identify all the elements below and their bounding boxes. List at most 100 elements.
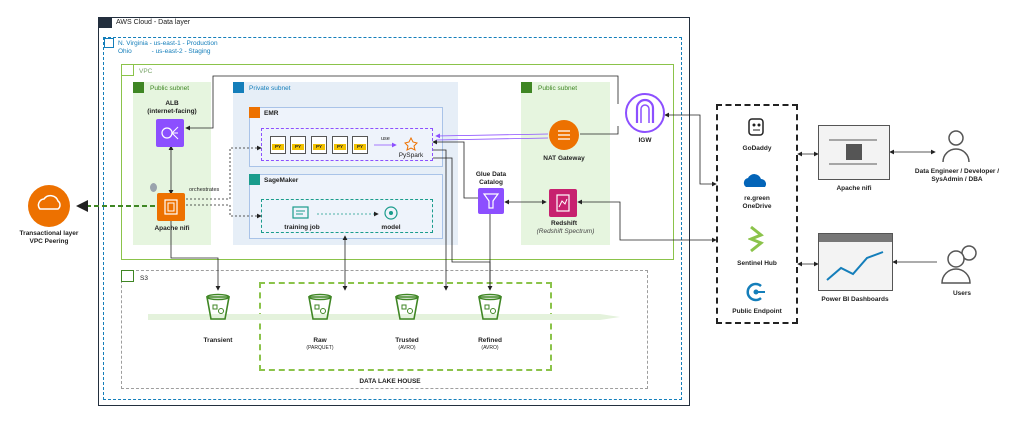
- public-endpoint-icon: [745, 281, 767, 303]
- vpc-icon: [121, 64, 134, 76]
- py-file-icon: PY: [270, 136, 286, 154]
- private-subnet-label: Private subnet: [249, 85, 291, 92]
- apache-nifi-icon[interactable]: [157, 193, 185, 221]
- s3-container: [121, 270, 648, 389]
- igw-label: IGW: [638, 137, 652, 144]
- py-file-tag: PY: [313, 144, 325, 150]
- nat-gateway-icon[interactable]: [549, 120, 579, 150]
- model-icon: [383, 205, 399, 221]
- private-subnet-lock-icon: [233, 82, 244, 93]
- nat-gateway-label: NAT Gateway: [543, 155, 585, 162]
- emr-icon: [249, 107, 260, 118]
- raw-bucket-icon[interactable]: [307, 293, 333, 321]
- wire-nat-pyspark: [435, 133, 549, 139]
- transient-label: Transient: [203, 337, 233, 344]
- wire-igw-alb: [185, 75, 619, 131]
- py-file-tag: PY: [334, 144, 346, 150]
- refined-sublabel: (AVRO): [481, 345, 499, 351]
- users-icon: [939, 241, 983, 285]
- apache-nifi-ext-icon[interactable]: [818, 125, 890, 180]
- glue-label-1: Glue Data: [475, 171, 507, 178]
- py-file-icon: PY: [352, 136, 368, 154]
- region-line-2: Ohio - us-east-2 - Staging: [118, 48, 211, 55]
- py-file-tag: PY: [272, 144, 284, 150]
- sagemaker-icon: [249, 174, 260, 185]
- transactional-cloud-icon: [28, 185, 70, 227]
- wire-glue-emr: [432, 139, 478, 199]
- external-services-container: [716, 104, 798, 324]
- py-file-icon: PY: [332, 136, 348, 154]
- py-file-icon: PY: [290, 136, 306, 154]
- public-subnet-right-lock-icon: [521, 82, 532, 93]
- s3-label: S3: [140, 275, 148, 282]
- wire-emr-trusted: [433, 149, 449, 291]
- emr-pyspark-group: [261, 128, 433, 161]
- aws-cloud-title: AWS Cloud - Data layer: [116, 19, 191, 26]
- redshift-sublabel: (Redshift Spectrum): [536, 228, 595, 235]
- apache-nifi-label: Apache nifi: [154, 225, 190, 232]
- wire-redshift-external: [577, 199, 717, 243]
- godaddy-icon: [744, 116, 768, 138]
- onedrive-icon: [741, 171, 771, 191]
- refined-bucket-icon[interactable]: [477, 293, 503, 321]
- lakehouse-container: [259, 282, 552, 371]
- onedrive-label-1: re.green: [744, 195, 770, 202]
- redshift-icon[interactable]: [549, 189, 577, 217]
- emr-use-label: use: [381, 136, 390, 142]
- sentinel-hub-icon: [746, 225, 764, 253]
- refined-label: Refined: [478, 337, 502, 344]
- transactional-line-2: VPC Peering: [29, 238, 69, 245]
- wire-igw-external: [664, 112, 717, 187]
- lake-flow-arrow: [148, 314, 620, 320]
- glue-catalog-icon[interactable]: [478, 188, 504, 214]
- alb-icon[interactable]: [156, 119, 184, 147]
- nifi-drop-icon: [150, 183, 157, 192]
- public-subnet-right-label: Public subnet: [538, 85, 578, 92]
- lakehouse-label: DATA LAKE HOUSE: [359, 378, 421, 385]
- glue-label-2: Catalog: [479, 179, 503, 186]
- wire-orchestrates-sm: [182, 204, 262, 219]
- sagemaker-label: SageMaker: [264, 177, 299, 184]
- wire-nifi-transient: [170, 218, 221, 291]
- py-file-tag: PY: [292, 144, 304, 150]
- redshift-label: Redshift: [551, 220, 577, 227]
- wire-nat-igw: [580, 126, 619, 135]
- aws-logo-icon: [98, 17, 112, 28]
- trusted-bucket-icon[interactable]: [394, 293, 420, 321]
- py-file-tag: PY: [354, 144, 366, 150]
- data-engineer-icon: [939, 128, 973, 164]
- alb-label-2: (internet-facing): [147, 108, 197, 115]
- training-job-icon: [292, 205, 310, 221]
- pyspark-label: PySpark: [398, 152, 424, 159]
- alb-label-1: ALB: [165, 100, 179, 107]
- py-file-icon: PY: [311, 136, 327, 154]
- igw-icon[interactable]: [625, 93, 665, 133]
- users-label: Users: [952, 290, 972, 297]
- sagemaker-container: [249, 174, 443, 239]
- vpc-label: VPC: [139, 68, 153, 75]
- s3-container-icon: [121, 270, 134, 282]
- wire-orchestrates-emr: [182, 145, 262, 200]
- public-subnet-left-lock-icon: [133, 82, 144, 93]
- apache-nifi-ext-label: Apache nifi: [836, 185, 872, 192]
- onedrive-label-2: OneDrive: [742, 203, 772, 210]
- data-engineer-label-1: Data Engineer / Developer /: [914, 168, 1000, 175]
- godaddy-label: GoDaddy: [742, 145, 772, 152]
- transactional-line-1: Transactional layer: [19, 230, 79, 237]
- trusted-sublabel: (AVRO): [398, 345, 416, 351]
- raw-label: Raw: [313, 337, 327, 344]
- wire-pyspark-nat: [435, 137, 549, 141]
- pyspark-star-icon: [404, 136, 418, 151]
- training-job-label: training job: [284, 224, 320, 231]
- powerbi-label: Power BI Dashboards: [821, 296, 889, 303]
- region-line-1: N. Virginia - us-east-1 - Production: [118, 40, 218, 47]
- public-endpoint-label: Public Endpoint: [732, 308, 782, 315]
- model-label: model: [381, 224, 401, 231]
- region-flag-icon: [104, 38, 114, 48]
- data-engineer-label-2: SysAdmin / DBA: [931, 176, 983, 183]
- trusted-label: Trusted: [395, 337, 419, 344]
- powerbi-dashboard-icon[interactable]: [818, 233, 893, 291]
- emr-label: EMR: [264, 110, 279, 117]
- transient-bucket-icon[interactable]: [205, 293, 231, 321]
